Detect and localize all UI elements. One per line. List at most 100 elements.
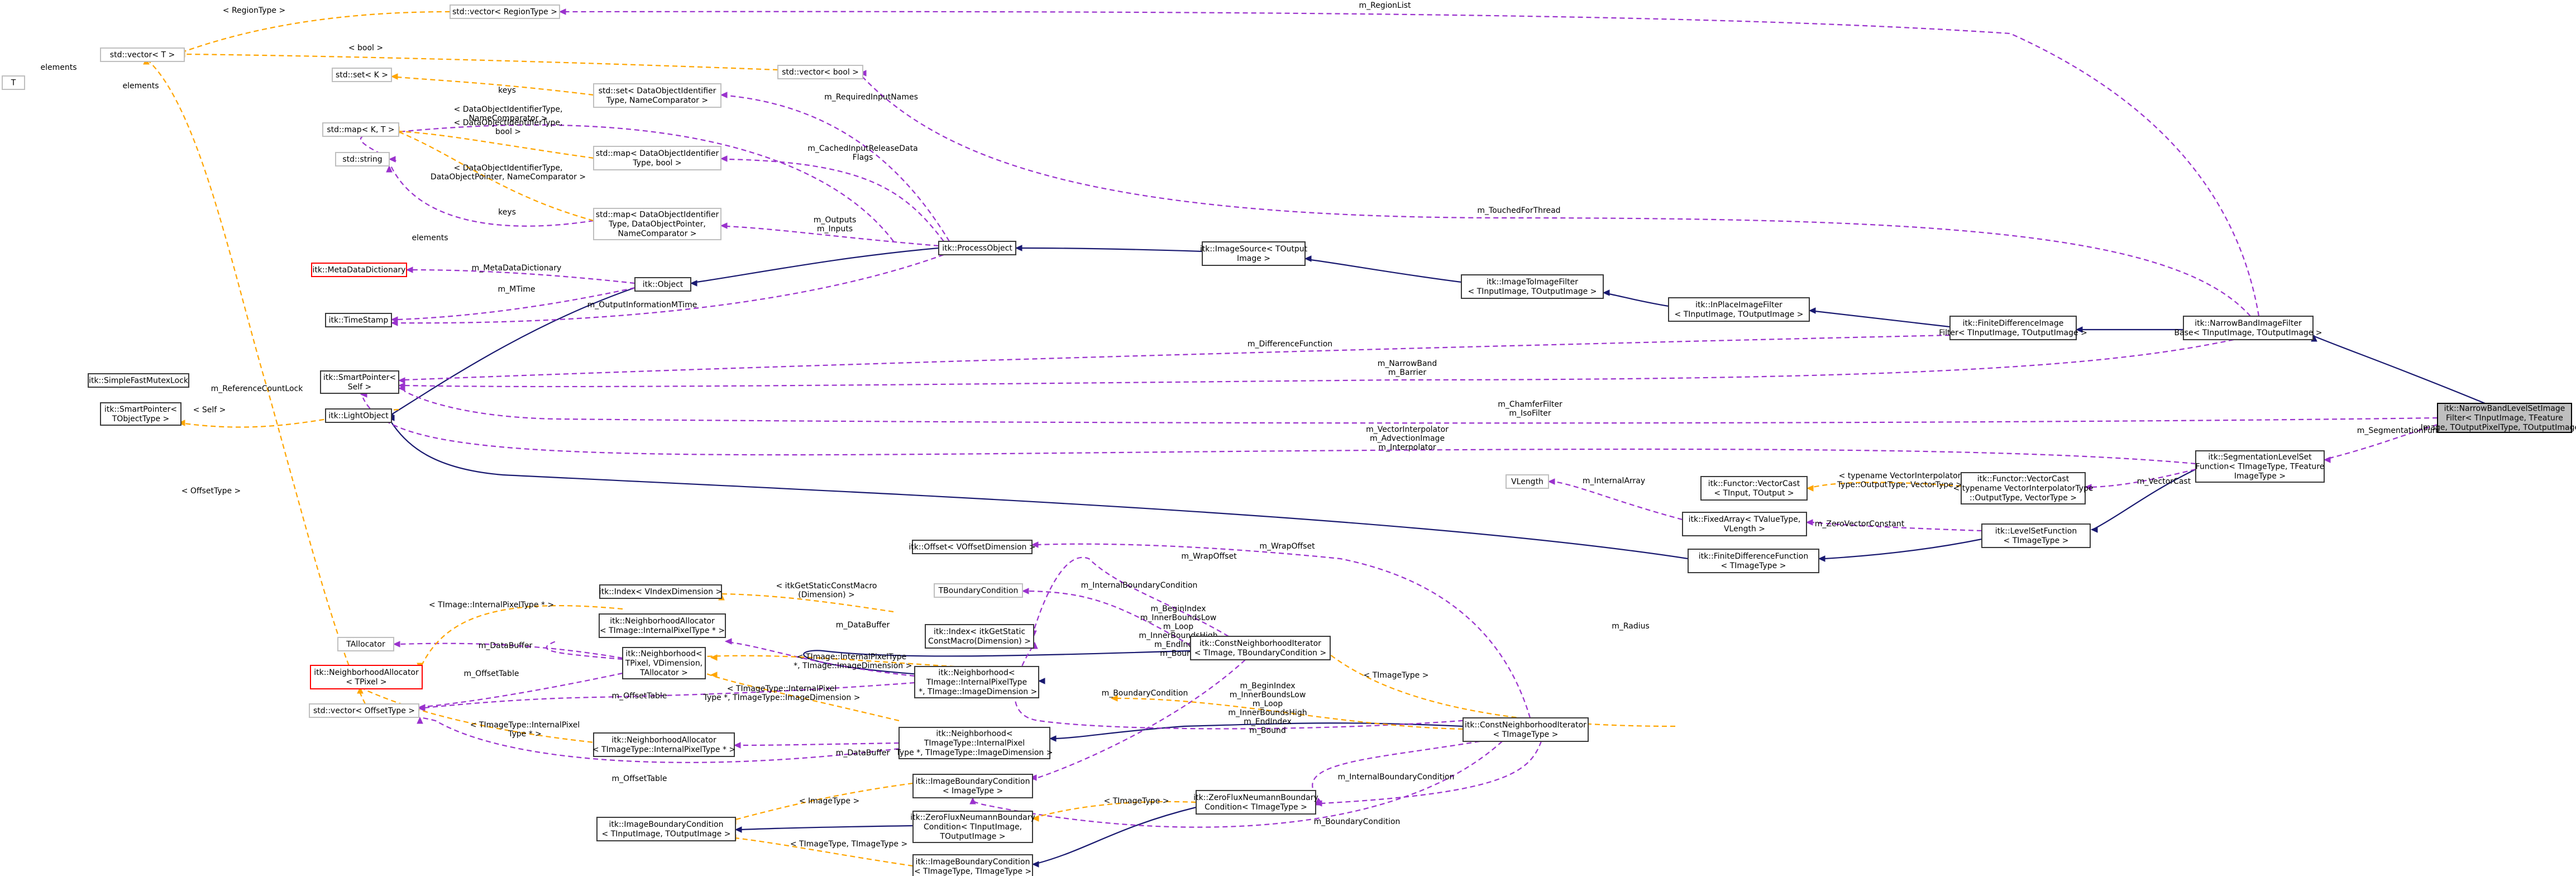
edge-label-wrapOffsetB: m_WrapOffset xyxy=(1181,552,1237,561)
class-node-fdf[interactable]: itk::FiniteDifferenceFunction< TImageTyp… xyxy=(1688,549,1819,573)
class-node-cniT[interactable]: itk::ConstNeighborhoodIterator< TImage, … xyxy=(1190,636,1331,660)
class-node-ipif[interactable]: itk::InPlaceImageFilter< TInputImage, TO… xyxy=(1668,297,1810,322)
class-node-ts[interactable]: itk::TimeStamp xyxy=(325,313,392,327)
edge-label-elementsA: elements xyxy=(40,63,77,72)
arrowhead xyxy=(1029,774,1037,781)
class-node-label: itk::ImageBoundaryCondition< TInputImage… xyxy=(602,820,731,839)
class-node-vecB[interactable]: std::vector< bool > xyxy=(777,65,863,79)
arrowhead xyxy=(1110,695,1118,702)
class-node-fvc1[interactable]: itk::Functor::VectorCast< TInput, TOutpu… xyxy=(1700,476,1808,501)
class-node-label: itk::ProcessObject xyxy=(942,244,1012,253)
edge-usage-30 xyxy=(1547,478,1683,521)
edge-label-mapPtrTpl: < DataObjectIdentifierType,DataObjectPoi… xyxy=(431,164,586,182)
class-node-mdd[interactable]: itk::MetaDataDictionary xyxy=(311,263,407,277)
edge-layer xyxy=(143,8,2486,868)
edge-usage-27 xyxy=(2323,423,2438,463)
edge-template-55 xyxy=(1806,482,1962,492)
class-node-lsf[interactable]: itk::LevelSetFunction< TImageType > xyxy=(1981,523,2091,548)
class-node-offV[interactable]: itk::Offset< VOffsetDimension > xyxy=(909,540,1036,554)
class-node-nbhTT[interactable]: itk::Neighborhood<TImageType::InternalPi… xyxy=(896,727,1053,759)
arrowhead xyxy=(1049,735,1057,742)
class-node-vlen[interactable]: VLength xyxy=(1506,474,1549,489)
edge-template-59 xyxy=(705,654,972,669)
edge-usage-28 xyxy=(2084,468,2196,491)
class-node-nbhAllocTP[interactable]: itk::NeighborhoodAllocator< TPixel > xyxy=(310,665,423,689)
class-node-fvc2[interactable]: itk::Functor::VectorCast< typename Vecto… xyxy=(1953,472,2094,504)
class-node-po[interactable]: itk::ProcessObject xyxy=(938,241,1016,255)
class-node-ibcI[interactable]: itk::ImageBoundaryCondition< ImageType > xyxy=(912,774,1033,798)
class-node-lwo[interactable]: itk::LightObject xyxy=(325,408,392,423)
arrowhead xyxy=(1547,478,1555,485)
edge-label-metaDataDictionary: m_MetaDataDictionary xyxy=(472,264,562,273)
edge-usage-36 xyxy=(1315,741,1542,807)
class-node-tbc[interactable]: TBoundaryCondition xyxy=(934,583,1023,598)
edge-label-internalBoundaryB: m_InternalBoundaryCondition xyxy=(1338,773,1455,782)
edge-usage-47 xyxy=(386,165,594,227)
edge-label-mtime: m_MTime xyxy=(498,285,536,294)
class-node-vecOT[interactable]: std::vector< OffsetType > xyxy=(309,703,419,718)
class-node-i2i[interactable]: itk::ImageToImageFilter< TInputImage, TO… xyxy=(1461,274,1604,299)
class-node-vecRT[interactable]: std::vector< RegionType > xyxy=(450,4,560,19)
class-node-mapKT[interactable]: std::map< K, T > xyxy=(322,122,399,137)
edge-usage-29 xyxy=(1805,519,1982,532)
class-node-ibcIO[interactable]: itk::ImageBoundaryCondition< TInputImage… xyxy=(596,817,736,841)
arrowhead xyxy=(388,156,396,163)
class-node-ibcTT[interactable]: itk::ImageBoundaryCondition< TImageType,… xyxy=(912,854,1033,876)
class-node-idxV[interactable]: itk::Index< VIndexDimension > xyxy=(599,584,722,599)
class-node-sfml[interactable]: itk::SimpleFastMutexLock xyxy=(88,373,189,388)
arrowhead xyxy=(178,420,185,426)
edge-usage-46 xyxy=(360,124,894,242)
edge-label-segmentationFunction: m_SegmentationFunction xyxy=(2357,426,2457,435)
class-node-label: std::string xyxy=(342,155,382,164)
class-node-str[interactable]: std::string xyxy=(335,152,390,166)
edge-inherit-10 xyxy=(1818,538,1982,562)
class-node-setK[interactable]: std::set< K > xyxy=(332,68,392,82)
edge-inherit-6 xyxy=(690,247,939,287)
class-node-nbhAllocTT[interactable]: itk::NeighborhoodAllocator< TImageType::… xyxy=(592,732,735,757)
class-node-obj[interactable]: itk::Object xyxy=(634,277,691,292)
arrowhead xyxy=(1031,861,1039,868)
class-node-spo[interactable]: itk::SmartPointer<TObjectType > xyxy=(100,402,181,426)
arrowhead xyxy=(720,92,728,98)
class-node-fa[interactable]: itk::FixedArray< TValueType,VLength > xyxy=(1682,512,1807,536)
arrowhead xyxy=(2075,326,2083,333)
class-node-label: itk::LevelSetFunction< TImageType > xyxy=(1995,527,2077,545)
edge-template-58 xyxy=(417,604,623,670)
class-node-T[interactable]: T xyxy=(2,75,25,90)
class-node-sp[interactable]: itk::SmartPointer<Self > xyxy=(320,370,399,394)
arrowhead xyxy=(390,73,398,80)
class-node-nbhT[interactable]: itk::Neighborhood<TPixel, VDimension,TAl… xyxy=(622,647,706,679)
edge-label-differenceFunction: m_DifferenceFunction xyxy=(1248,340,1332,349)
arrowhead xyxy=(690,280,697,287)
class-node-nbhTI[interactable]: itk::Neighborhood<TImage::InternalPixelT… xyxy=(914,666,1039,698)
class-node-label: itk::NeighborhoodAllocator< TImage::Inte… xyxy=(600,617,725,635)
edge-label-keysA: keys xyxy=(498,86,516,95)
arrowhead xyxy=(398,377,405,384)
class-node-cni[interactable]: itk::ConstNeighborhoodIterator< TImageTy… xyxy=(1463,717,1589,742)
arrowhead xyxy=(710,672,718,678)
edge-label-ttTpl: < TImageType, TImageType > xyxy=(790,840,907,849)
edge-label-vectorCast: m_VectorCast xyxy=(2137,477,2191,486)
class-node-nbhAllocTI[interactable]: itk::NeighborhoodAllocator< TImage::Inte… xyxy=(599,613,726,638)
class-node-vecT[interactable]: std::vector< T > xyxy=(100,47,185,62)
class-node-talloc[interactable]: TAllocator xyxy=(337,637,394,651)
edge-label-offsetTableA: m_OffsetTable xyxy=(464,669,519,678)
edge-template-62 xyxy=(1031,801,1197,822)
